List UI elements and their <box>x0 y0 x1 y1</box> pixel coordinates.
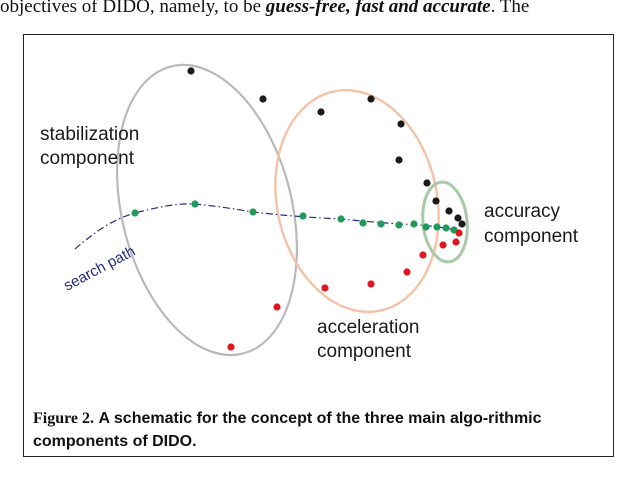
search-path-label: search path <box>61 243 138 295</box>
black-dot <box>423 179 431 187</box>
red-points <box>227 229 463 351</box>
green-dot <box>433 223 441 231</box>
green-dot <box>442 224 450 232</box>
green-dot <box>395 221 403 229</box>
black-dot <box>454 214 462 222</box>
black-dot <box>458 220 466 228</box>
red-dot <box>321 284 329 292</box>
red-dot <box>367 280 375 288</box>
green-dot <box>191 200 199 208</box>
black-dot <box>259 95 267 103</box>
green-dot <box>359 219 367 227</box>
green-points <box>131 200 458 234</box>
red-dot <box>439 241 447 249</box>
red-dot <box>403 268 411 276</box>
green-dot <box>131 209 139 217</box>
acceleration-ellipse <box>274 88 440 314</box>
green-dot <box>410 220 418 228</box>
red-dot <box>452 238 460 246</box>
caption-figure-label: Figure 2. <box>33 410 95 427</box>
stabilization-label-line2: component <box>40 148 135 169</box>
stabilization-label: stabilization component <box>40 124 139 169</box>
acceleration-label-line2: component <box>317 341 412 362</box>
header-emphasis: guess-free, fast and accurate <box>265 0 491 17</box>
accuracy-ellipse <box>421 180 469 264</box>
caption-text: A schematic for the concept of the three… <box>33 410 542 450</box>
black-dot <box>367 95 375 103</box>
header-suffix: . The <box>490 0 530 17</box>
header-text-line: objectives of DIDO, namely, to be guess-… <box>0 0 640 26</box>
figure-caption: Figure 2. A schematic for the concept of… <box>33 407 613 453</box>
acceleration-label: acceleration component <box>317 317 419 362</box>
accuracy-label-line2: component <box>484 226 579 247</box>
accuracy-label: accuracy component <box>484 201 579 247</box>
header-prefix: objectives of DIDO, namely, to be <box>0 0 266 17</box>
black-dot <box>395 156 403 164</box>
stabilization-ellipse <box>115 63 299 357</box>
acceleration-label-line1: acceleration <box>317 317 419 338</box>
black-dot <box>187 67 195 75</box>
black-dot <box>432 197 440 205</box>
green-dot <box>377 220 385 228</box>
green-dot <box>299 212 307 220</box>
black-dot <box>445 207 453 215</box>
red-dot <box>227 343 235 351</box>
red-dot <box>273 303 281 311</box>
accuracy-label-line1: accuracy <box>484 201 561 222</box>
green-dot <box>249 208 257 216</box>
green-dot <box>422 223 430 231</box>
red-dot <box>419 251 427 259</box>
red-dot <box>455 229 463 237</box>
figure-frame <box>23 34 614 457</box>
black-dot <box>317 108 325 116</box>
green-dot <box>337 215 345 223</box>
black-points <box>187 67 466 228</box>
stabilization-label-line1: stabilization <box>40 124 139 145</box>
black-dot <box>397 120 405 128</box>
